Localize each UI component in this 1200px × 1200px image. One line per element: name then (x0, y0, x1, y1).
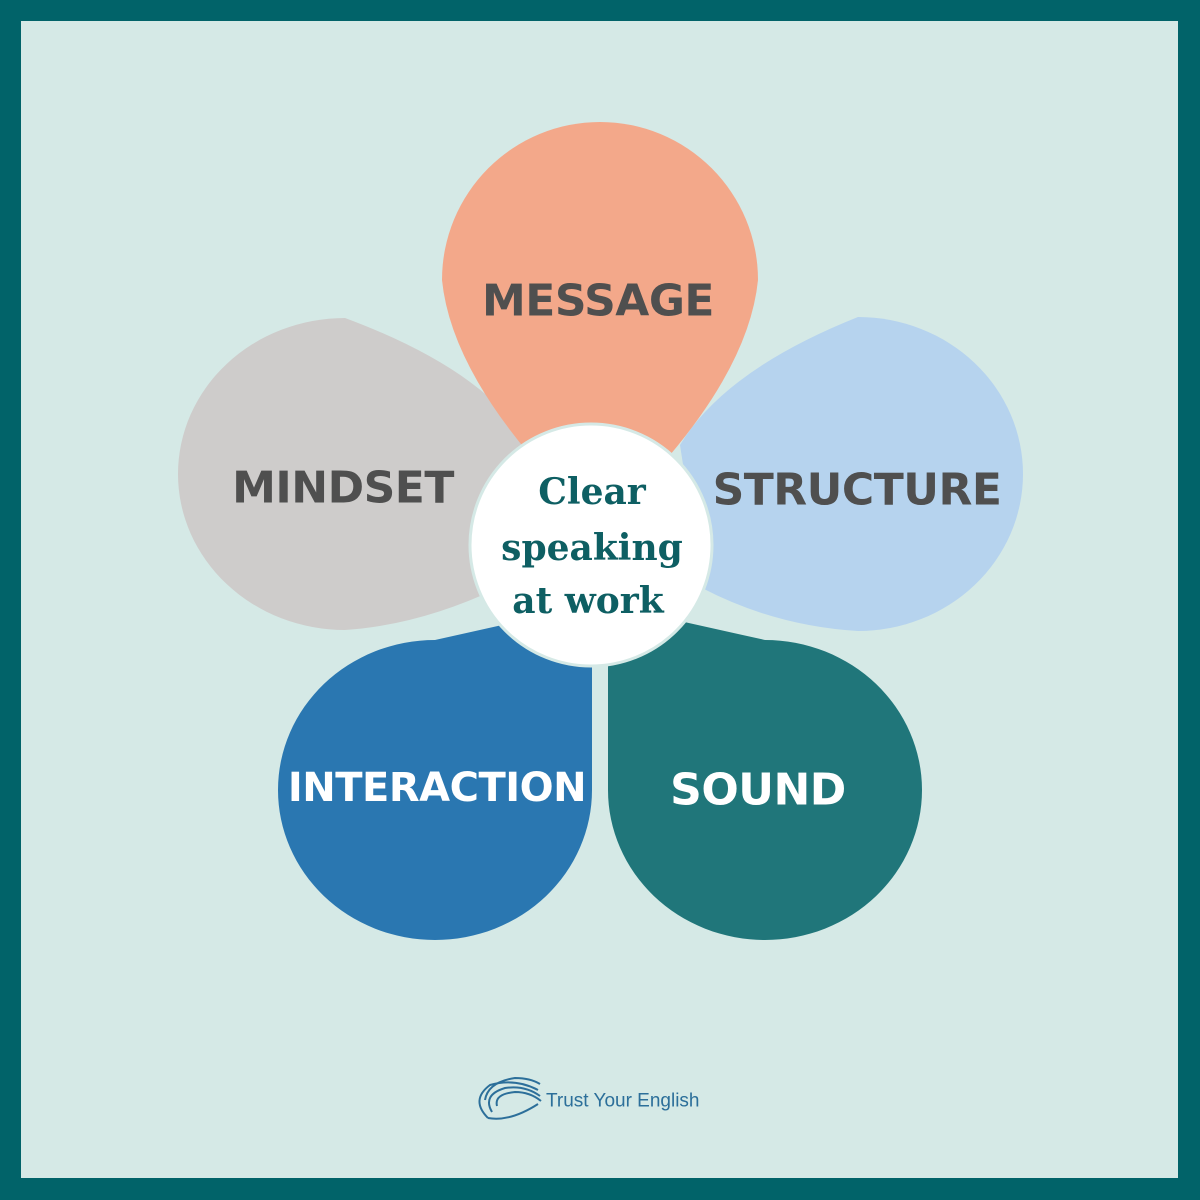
brand: Trust Your English (478, 1076, 700, 1120)
petal-structure-label: STRUCTURE (713, 465, 1002, 516)
petal-message-label: MESSAGE (482, 276, 714, 327)
petal-structure: STRUCTURE (680, 317, 1023, 631)
petal-mindset-label: MINDSET (232, 463, 454, 514)
brand-name: Trust Your English (546, 1091, 700, 1112)
center-circle: Clear speaking at work (468, 422, 714, 668)
petal-message-shape (442, 122, 758, 455)
petal-interaction-label: INTERACTION (288, 765, 586, 811)
petal-mindset-shape (178, 318, 530, 630)
petal-structure-shape (680, 317, 1023, 631)
center-text-line3: at work (512, 580, 664, 622)
petal-interaction: INTERACTION (278, 605, 592, 940)
center-disc (468, 422, 714, 668)
center-text-line1: Clear (538, 471, 647, 513)
petal-message: MESSAGE (442, 122, 758, 455)
center-text-line2: speaking (501, 527, 683, 569)
petal-sound: SOUND (608, 605, 922, 940)
petal-mindset: MINDSET (178, 318, 530, 630)
petal-sound-label: SOUND (670, 765, 846, 816)
petal-sound-shape (608, 605, 922, 940)
petal-interaction-shape (278, 605, 592, 940)
fan-logo-icon (478, 1076, 542, 1120)
